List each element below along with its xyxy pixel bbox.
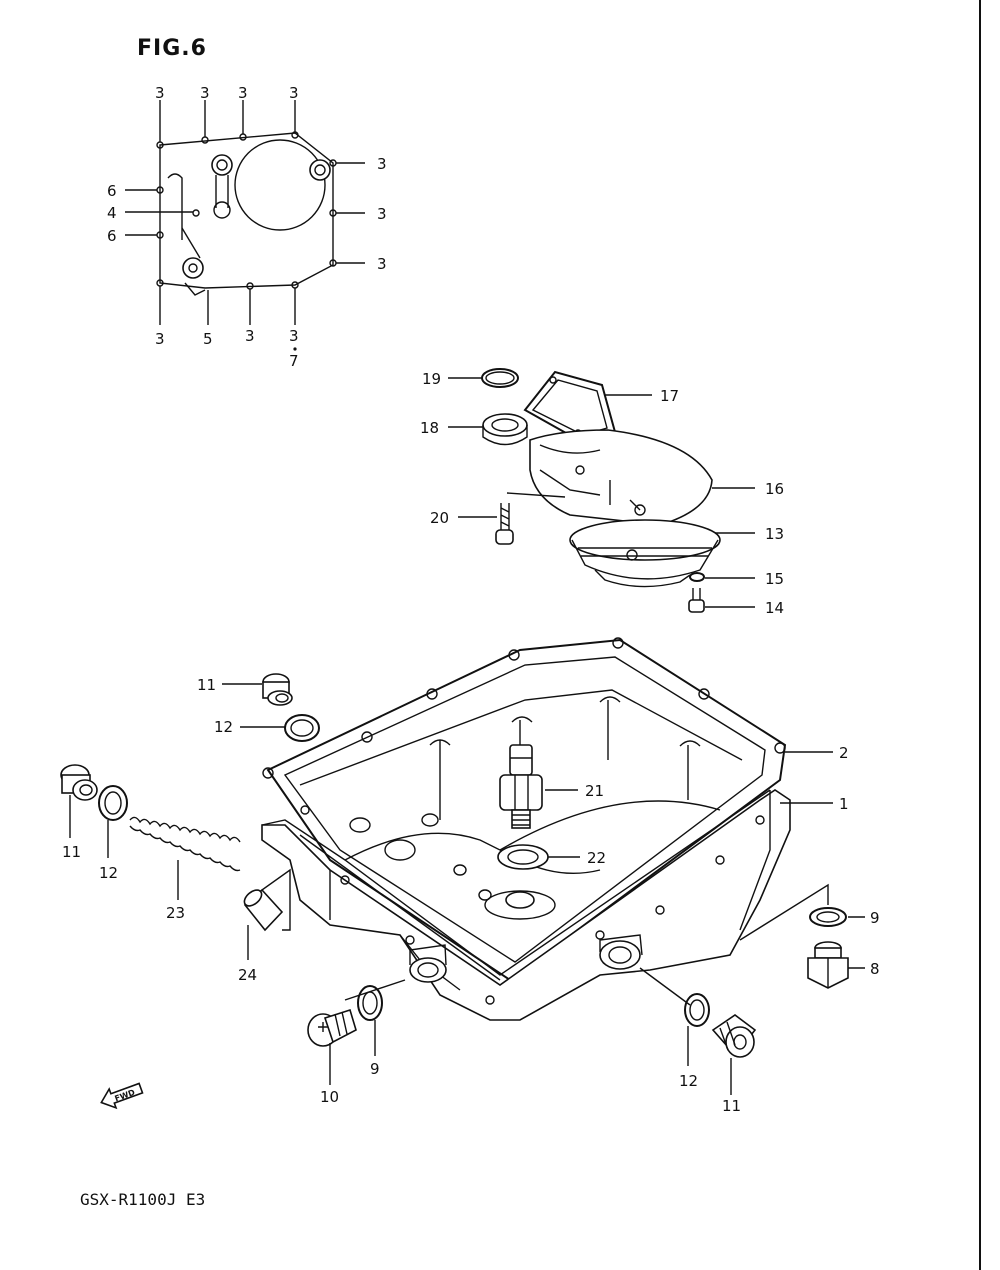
drain-plug-8	[807, 941, 849, 989]
callout-3: 3	[200, 84, 210, 102]
callout-6: 6	[107, 182, 117, 200]
spring-23	[129, 816, 241, 872]
washer-9-right	[809, 907, 847, 927]
callout-15: 15	[765, 570, 784, 588]
bolt-14	[688, 588, 705, 613]
washer-15	[689, 572, 705, 582]
callout-3: 3	[377, 155, 387, 173]
callout-24: 24	[238, 966, 257, 984]
callout-11: 11	[722, 1097, 741, 1115]
callout-11: 11	[197, 676, 216, 694]
callout-22: 22	[587, 849, 606, 867]
washer-12-right	[684, 993, 710, 1027]
callout-3: 3	[289, 84, 299, 102]
fwd-label: FWD	[113, 1088, 136, 1104]
fwd-arrow-icon: FWD	[100, 1082, 144, 1110]
plug-11-left	[60, 764, 98, 801]
oil-filter-13	[569, 519, 721, 588]
bolt-20	[495, 503, 514, 545]
callout-12: 12	[99, 864, 118, 882]
callout-3: 3	[289, 327, 299, 345]
callout-20: 20	[430, 509, 449, 527]
oil-pan-1	[261, 696, 791, 1021]
callout-1: 1	[839, 795, 849, 813]
washer-12-top	[284, 714, 320, 742]
callout-13: 13	[765, 525, 784, 543]
oil-pan-gasket-2	[262, 637, 787, 982]
gasket-outline	[159, 132, 334, 296]
callout-9: 9	[870, 909, 880, 927]
oil-pressure-switch-21	[499, 744, 543, 829]
callout-6: 6	[107, 227, 117, 245]
callout-17: 17	[660, 387, 679, 405]
callout-3: 3	[155, 84, 165, 102]
plug-10	[307, 1008, 357, 1047]
callout-19: 19	[422, 370, 441, 388]
callout-12: 12	[214, 718, 233, 736]
callout-11: 11	[62, 843, 81, 861]
callout-10: 10	[320, 1088, 339, 1106]
figure-title: FIG.6	[137, 36, 207, 61]
callout-16: 16	[765, 480, 784, 498]
model-label: GSX-R1100J E3	[80, 1190, 206, 1209]
callout-12: 12	[679, 1072, 698, 1090]
callout-14: 14	[765, 599, 784, 617]
plug-11-top	[262, 673, 293, 706]
pan-leader-lines	[69, 683, 865, 1095]
callout-7: 7	[289, 352, 299, 370]
plug-11-right	[711, 1014, 757, 1058]
callout-5: 5	[203, 330, 213, 348]
washer-22	[497, 844, 549, 870]
callout-8: 8	[870, 960, 880, 978]
callout-3: 3	[238, 84, 248, 102]
oring-19	[481, 368, 519, 388]
callout-3: 3	[245, 327, 255, 345]
callout-18: 18	[420, 419, 439, 437]
callout-9: 9	[370, 1060, 380, 1078]
callout-3: 3	[377, 205, 387, 223]
callout-3: 3	[155, 330, 165, 348]
callout-3: 3	[377, 255, 387, 273]
callout-4: 4	[107, 204, 117, 222]
callout-2: 2	[839, 744, 849, 762]
pan-boss-right	[599, 934, 643, 970]
valve-24	[243, 888, 284, 932]
pan-boss-left	[409, 944, 447, 983]
inset-leader-lines	[125, 100, 365, 351]
callout-21: 21	[585, 782, 604, 800]
seal-18	[482, 413, 528, 446]
page-border	[979, 0, 981, 1270]
filter-leader-lines	[448, 377, 755, 608]
washer-12-left	[98, 785, 128, 821]
callout-23: 23	[166, 904, 185, 922]
cover-16	[529, 429, 713, 526]
